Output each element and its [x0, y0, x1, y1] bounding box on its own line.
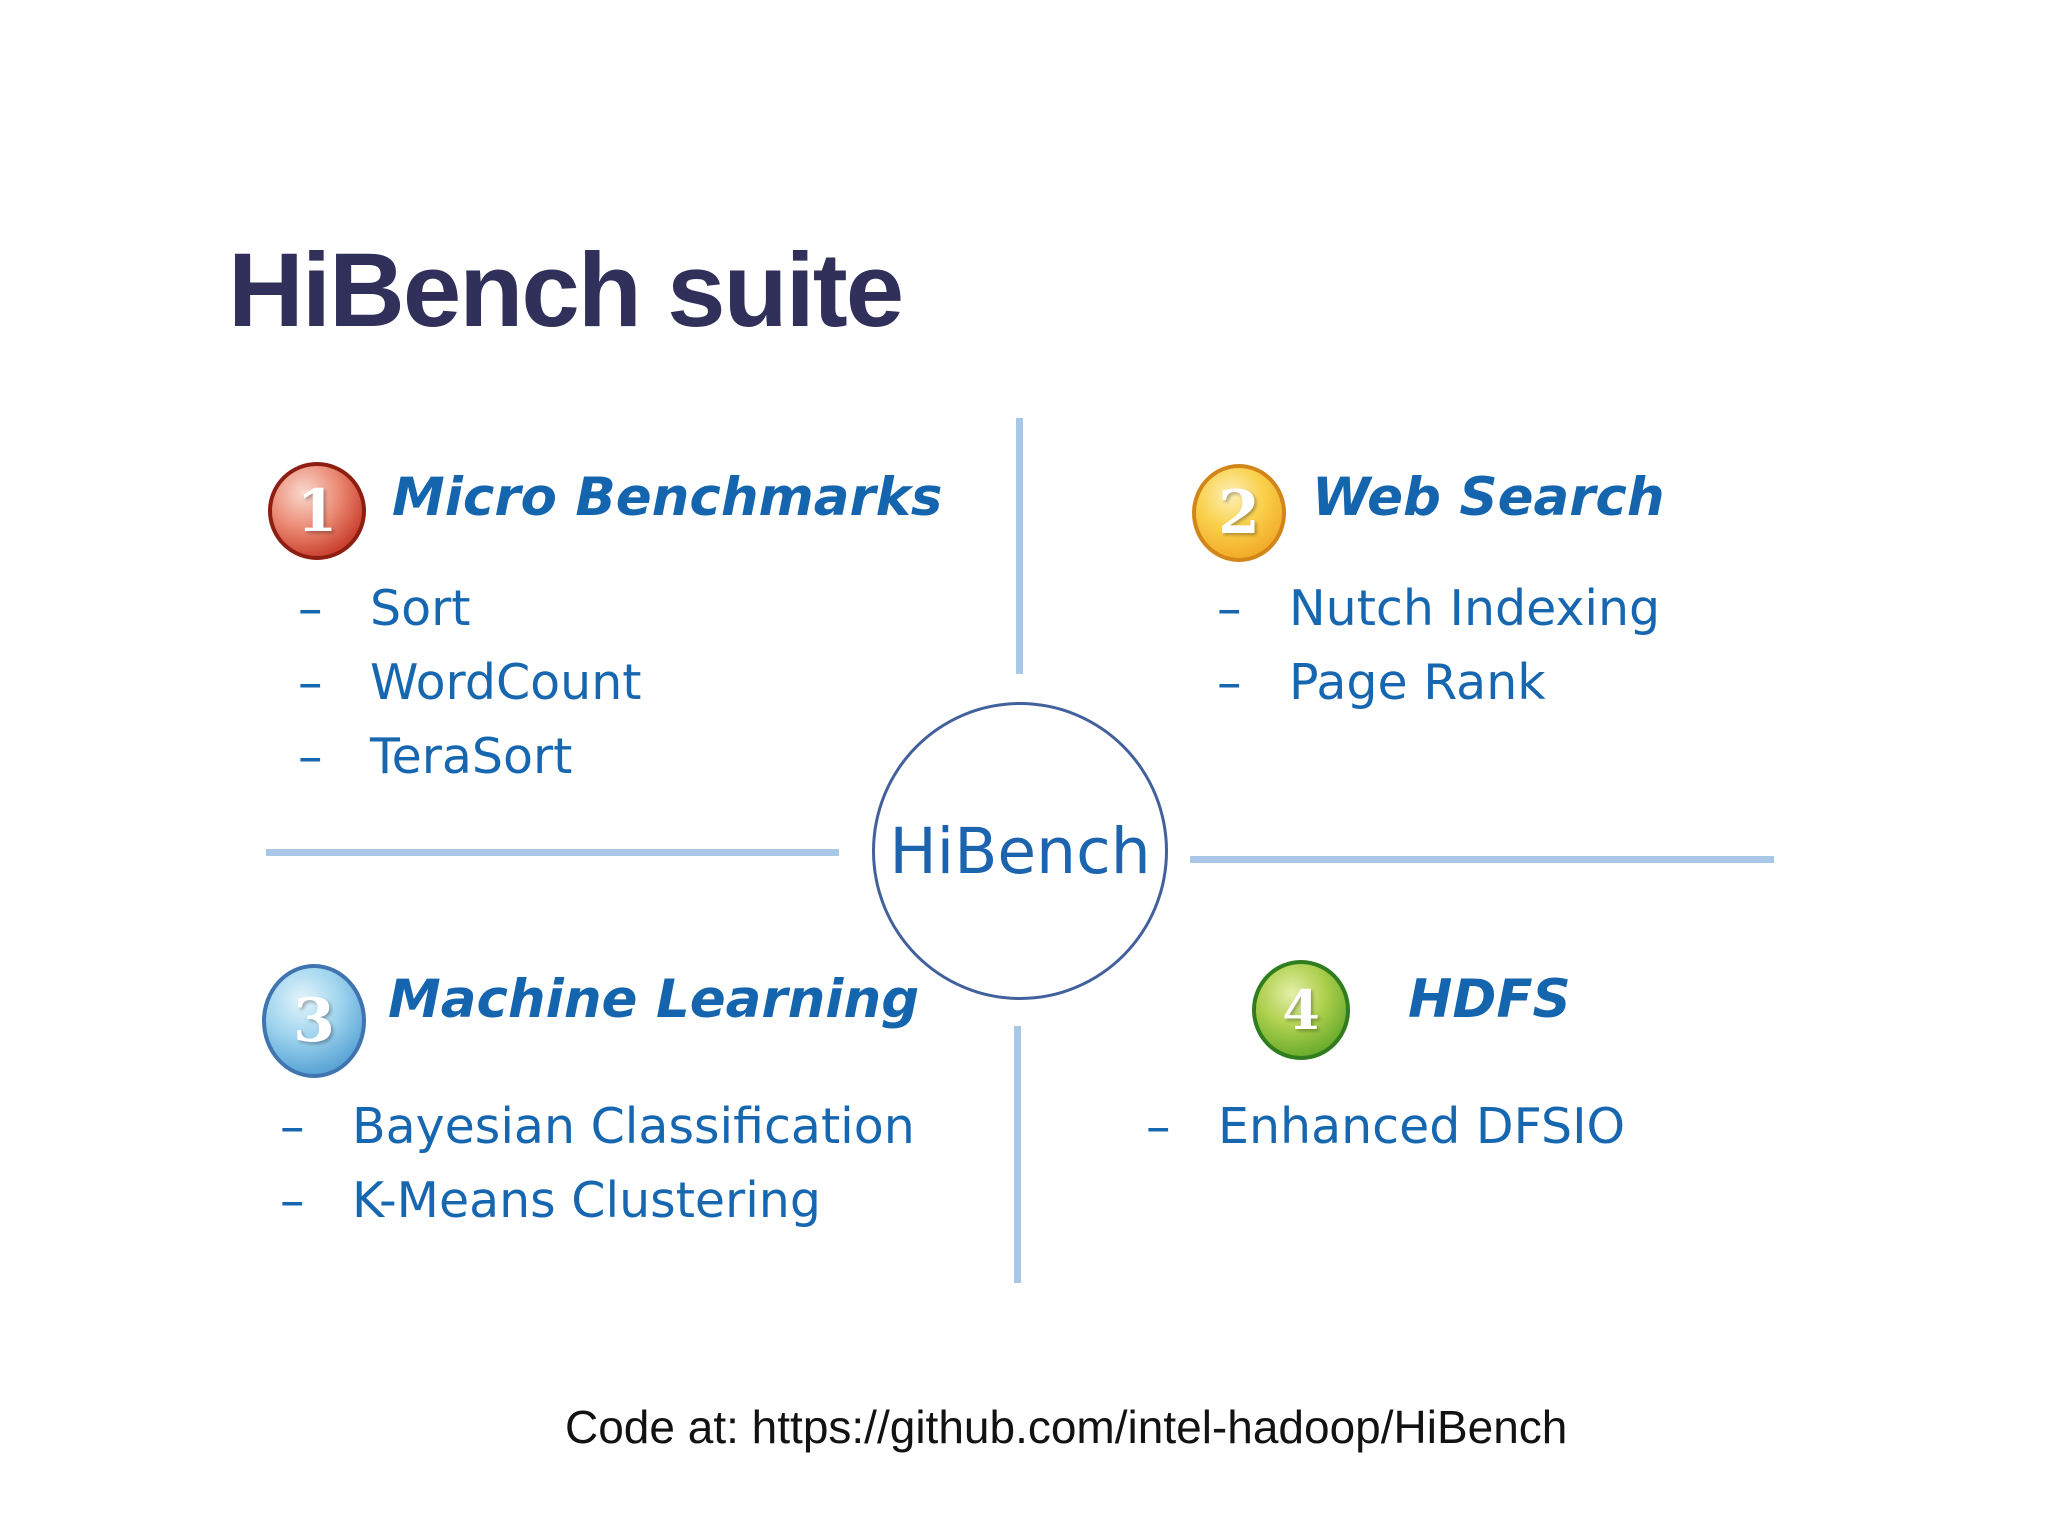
machine-learning-list: –Bayesian Classification –K-Means Cluste…: [280, 1090, 915, 1238]
footer-code-url: Code at: https://github.com/intel-hadoop…: [565, 1401, 1568, 1453]
list-item: –Sort: [298, 572, 641, 646]
item-label: TeraSort: [370, 728, 573, 785]
bullet-dash: –: [280, 1172, 305, 1229]
bullet-dash: –: [298, 654, 323, 711]
list-item: –Enhanced DFSIO: [1146, 1090, 1625, 1164]
list-item: –TeraSort: [298, 720, 641, 794]
divider-horizontal-right: [1190, 856, 1774, 863]
list-item: –Bayesian Classification: [280, 1090, 915, 1164]
bullet-dash: –: [298, 580, 323, 637]
badge-number: 3: [293, 986, 335, 1056]
quadrant-title-micro-benchmarks: Micro Benchmarks: [392, 467, 943, 528]
divider-vertical-top: [1016, 418, 1023, 674]
divider-horizontal-left: [266, 849, 839, 856]
item-label: Nutch Indexing: [1289, 580, 1661, 637]
web-search-list: –Nutch Indexing –Page Rank: [1217, 572, 1660, 720]
number-3-badge-icon: 3: [262, 964, 366, 1078]
divider-vertical-bottom: [1014, 1026, 1021, 1283]
page-title: HiBench suite: [228, 232, 904, 350]
micro-benchmarks-list: –Sort –WordCount –TeraSort: [298, 572, 641, 794]
quadrant-title-web-search: Web Search: [1312, 467, 1665, 528]
item-label: Enhanced DFSIO: [1218, 1098, 1626, 1155]
number-1-badge-icon: 1: [268, 462, 366, 560]
item-label: WordCount: [370, 654, 642, 711]
badge-number: 4: [1282, 978, 1320, 1042]
item-label: Sort: [370, 580, 471, 637]
center-circle: HiBench: [872, 702, 1168, 1000]
item-label: Page Rank: [1289, 654, 1546, 711]
bullet-dash: –: [298, 728, 323, 785]
bullet-dash: –: [1217, 654, 1242, 711]
number-4-badge-icon: 4: [1252, 960, 1350, 1060]
bullet-dash: –: [1146, 1098, 1171, 1155]
hdfs-list: –Enhanced DFSIO: [1146, 1090, 1625, 1164]
bullet-dash: –: [280, 1098, 305, 1155]
item-label: Bayesian Classification: [352, 1098, 915, 1155]
number-2-badge-icon: 2: [1192, 464, 1286, 562]
badge-number: 2: [1218, 478, 1260, 548]
quadrant-title-hdfs: HDFS: [1408, 969, 1571, 1030]
list-item: –Page Rank: [1217, 646, 1660, 720]
center-label: HiBench: [889, 814, 1151, 888]
list-item: –K-Means Clustering: [280, 1164, 915, 1238]
list-item: –Nutch Indexing: [1217, 572, 1660, 646]
quadrant-title-machine-learning: Machine Learning: [388, 969, 920, 1030]
item-label: K-Means Clustering: [352, 1172, 821, 1229]
bullet-dash: –: [1217, 580, 1242, 637]
list-item: –WordCount: [298, 646, 641, 720]
badge-number: 1: [296, 477, 338, 545]
